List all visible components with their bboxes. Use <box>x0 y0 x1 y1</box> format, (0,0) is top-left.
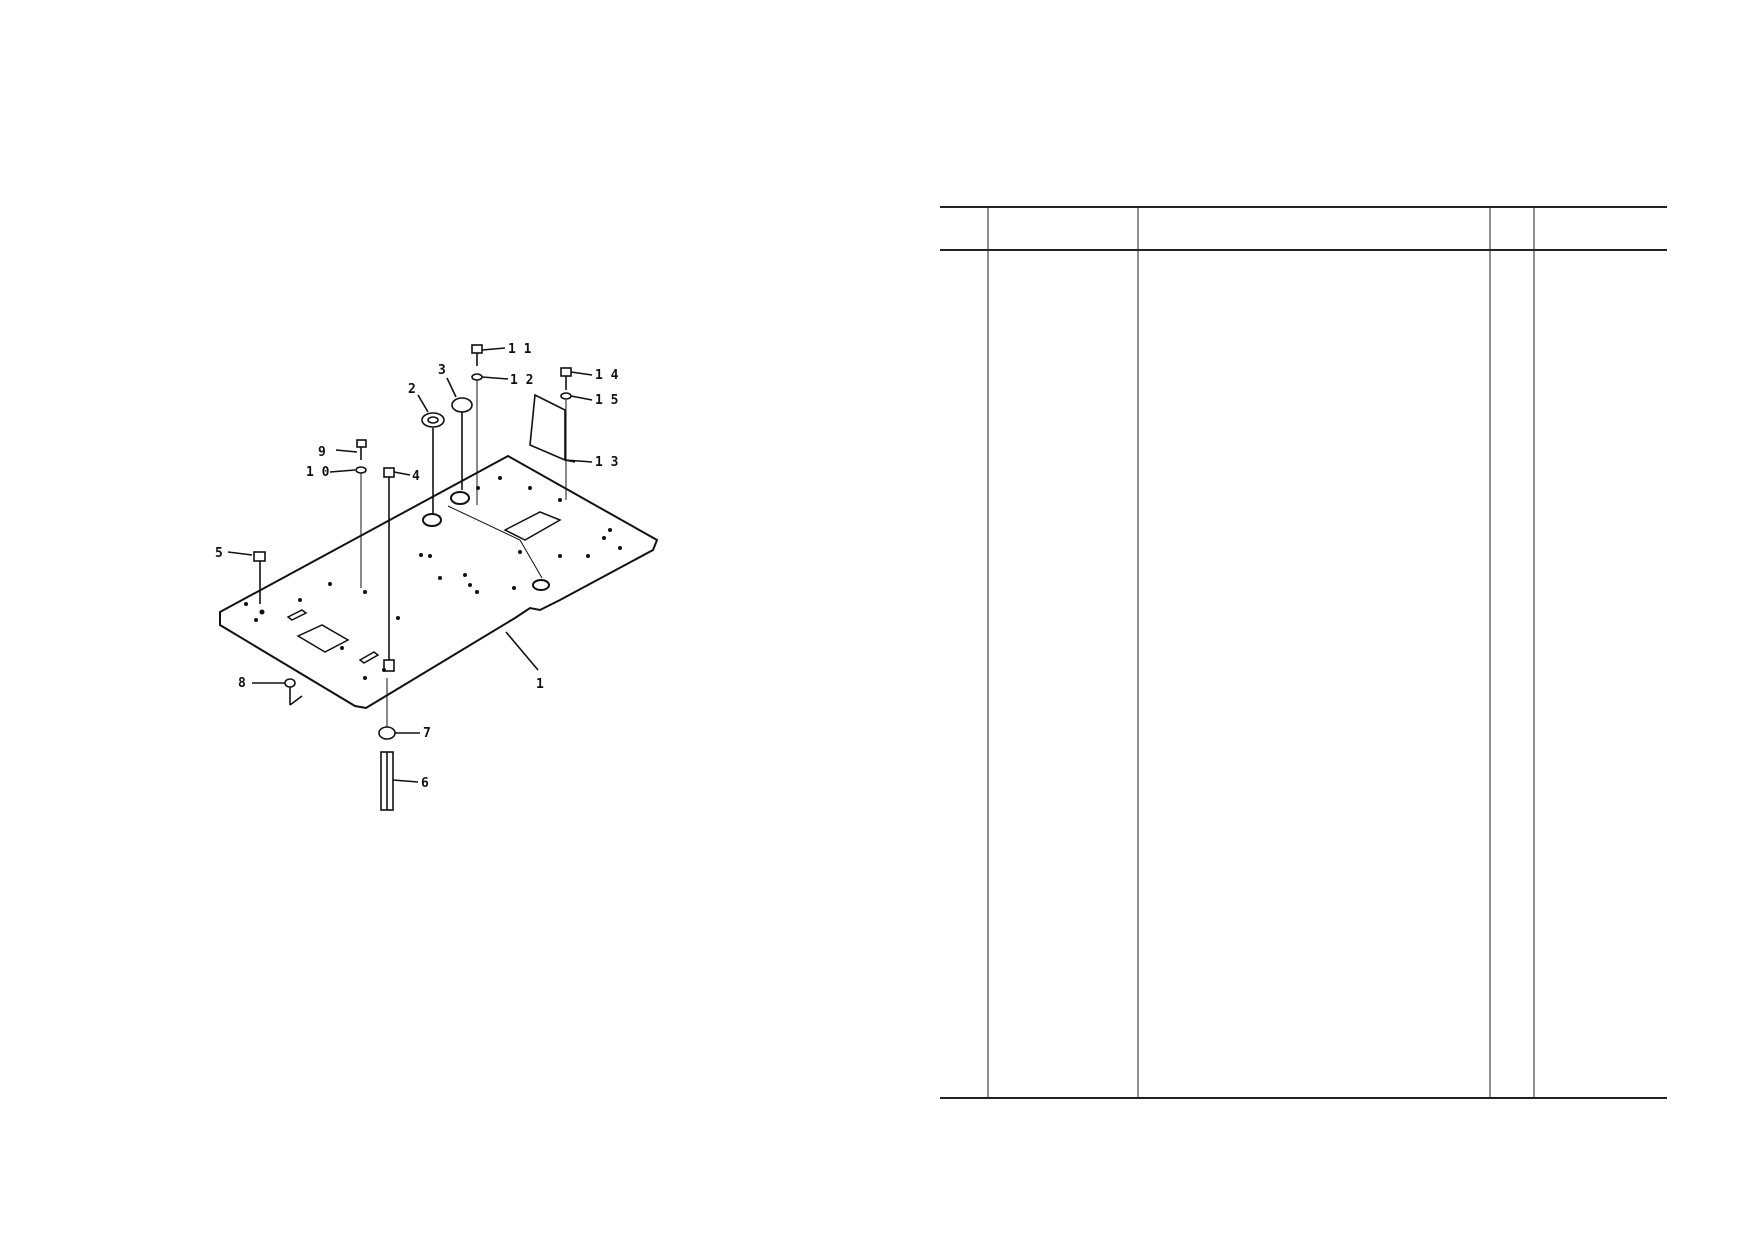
callout-6: 6 <box>421 776 429 791</box>
callout-11: 1 1 <box>508 342 532 357</box>
callout-1: 1 <box>536 677 544 692</box>
callout-3: 3 <box>438 363 446 378</box>
plate-opening-small-1 <box>286 609 308 621</box>
callout-15: 1 5 <box>595 393 618 408</box>
part-bolt-14 <box>560 367 572 377</box>
part-nut-5 <box>253 551 266 562</box>
plate-opening-large <box>296 624 350 653</box>
callout-5: 5 <box>215 546 223 561</box>
part-grommet-2 <box>421 412 445 428</box>
plate-opening-slot <box>503 511 562 541</box>
callout-7: 7 <box>423 726 431 741</box>
plate-inner-line <box>447 505 543 579</box>
callout-9: 9 <box>318 445 326 460</box>
part-bolt-9 <box>356 439 367 448</box>
exploded-parts-diagram: 1 2 3 4 5 6 7 8 9 1 0 1 1 1 2 1 3 1 4 1 … <box>215 342 659 811</box>
callout-13: 1 3 <box>595 455 618 470</box>
callout-10: 1 0 <box>306 465 330 480</box>
plate-hole-2 <box>450 491 470 505</box>
callout-12: 1 2 <box>510 373 533 388</box>
plate-opening-small-2 <box>358 651 380 664</box>
part-ring-7 <box>378 726 396 740</box>
callout-8: 8 <box>238 676 246 691</box>
part-pin-4 <box>383 467 395 478</box>
part-bracket-13 <box>529 393 576 463</box>
floor-plate <box>219 454 659 710</box>
plate-hole-3 <box>532 579 550 591</box>
callout-2: 2 <box>408 382 416 397</box>
callout-14: 1 4 <box>595 368 619 383</box>
part-nut-8 <box>284 678 296 688</box>
parts-list-table <box>940 206 1667 1099</box>
part-washer-12 <box>471 373 483 381</box>
part-cap-3 <box>451 397 473 413</box>
callout-4: 4 <box>412 469 420 484</box>
plate-hole-1 <box>422 513 442 527</box>
part-bolt-11 <box>471 344 483 354</box>
part-washer-10 <box>355 466 367 474</box>
part-washer-15 <box>560 392 572 400</box>
